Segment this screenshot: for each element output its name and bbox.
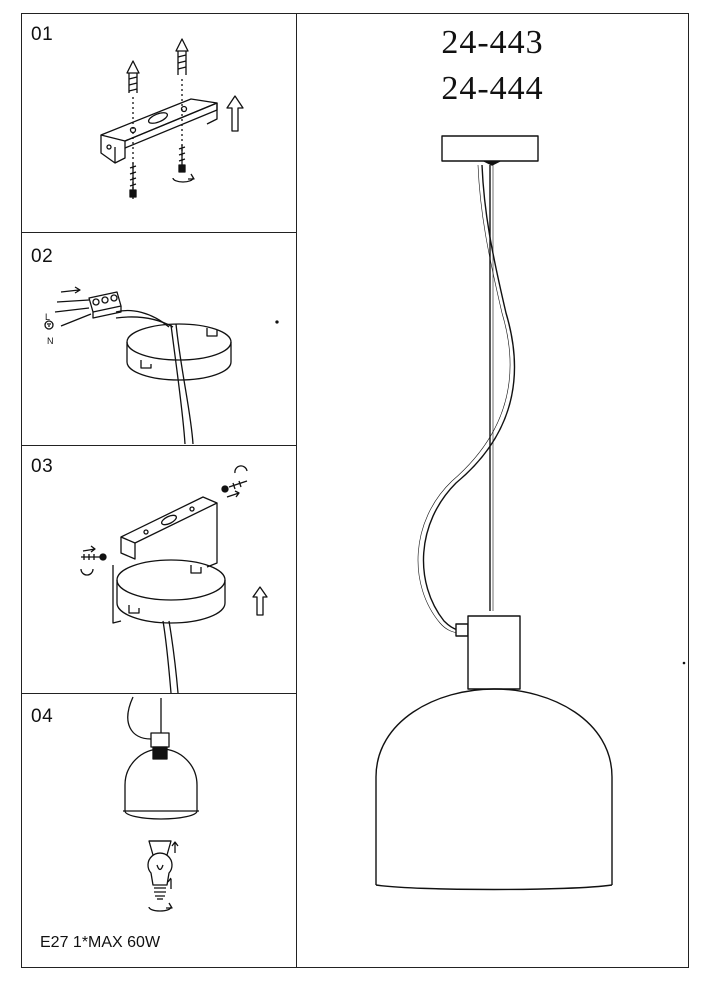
model-number-2: 24-444 (441, 70, 544, 107)
wire-label-neutral: N (47, 336, 54, 346)
divider-step-3-4 (21, 693, 297, 694)
step-2-label: 02 (31, 246, 54, 267)
outer-frame (21, 13, 689, 968)
step-2-wiring-drawing: L N (44, 286, 279, 445)
pendant-lamp-drawing (375, 135, 686, 891)
bulb-spec: E27 1*MAX 60W (40, 934, 161, 951)
step-3-label: 03 (31, 456, 54, 477)
step-4-label: 04 (31, 706, 54, 727)
model-number-1: 24-443 (441, 24, 544, 61)
step-1-label: 01 (31, 24, 54, 45)
divider-step-1-2 (21, 232, 297, 233)
wire-label-live: L (45, 312, 50, 322)
step-3-canopy-drawing (80, 465, 268, 694)
step-4-bulb-drawing (123, 696, 199, 912)
column-divider (296, 13, 297, 968)
divider-step-2-3 (21, 445, 297, 446)
step-1-bracket-drawing (100, 38, 244, 199)
